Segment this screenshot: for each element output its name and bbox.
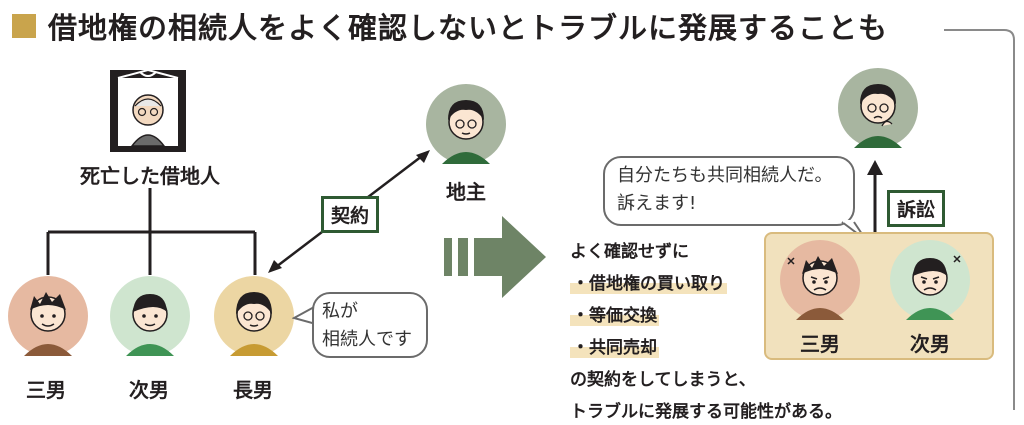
transition-arrow-icon [444,216,546,298]
avatar-second-son-right [890,240,970,320]
landlord-label: 地主 [446,180,486,204]
bubble-right-line2: 訴えます! [617,193,697,214]
third-son-label-right: 三男 [800,332,840,356]
heirs-speech-bubble: 自分たちも共同相続人だ。 訴えます! [603,156,855,226]
eldest-son-label: 長男 [233,378,273,402]
avatar-second-son-left [110,276,190,356]
item-buyout: ・借地権の買い取り [570,274,727,294]
conclusion-line2: トラブルに発展する可能性がある。 [570,402,842,422]
contract-badge: 契約 [321,196,380,233]
second-son-label-left: 次男 [129,378,169,402]
lawsuit-badge: 訴訟 [887,190,946,227]
intro-text: よく確認せずに [570,242,689,262]
conclusion-line1: の契約をしてしまうと、 [570,370,756,390]
avatar-landlord [426,84,506,164]
item-joint-sale: ・共同売却 [570,338,659,358]
bubble-tail-left [292,305,316,325]
avatar-eldest-son [214,276,294,356]
second-son-label-right: 次男 [910,332,950,356]
item-exchange: ・等価交換 [570,306,659,326]
third-son-label-left: 三男 [26,378,66,402]
deceased-label: 死亡した借地人 [80,164,220,188]
avatar-third-son-left [8,276,88,356]
bubble-left-line1: 私が [322,301,358,322]
deceased-portrait [110,68,186,152]
avatar-worried-landlord [838,68,918,148]
eldest-son-speech-bubble: 私が 相続人です [312,292,428,358]
title-marker [12,14,36,38]
bubble-right-line1: 自分たちも共同相続人だ。 [617,165,833,186]
bubble-left-line2: 相続人です [322,329,412,350]
avatar-third-son-right [780,240,860,320]
page-title: 借地権の相続人をよく確認しないとトラブルに発展することも [48,11,889,45]
